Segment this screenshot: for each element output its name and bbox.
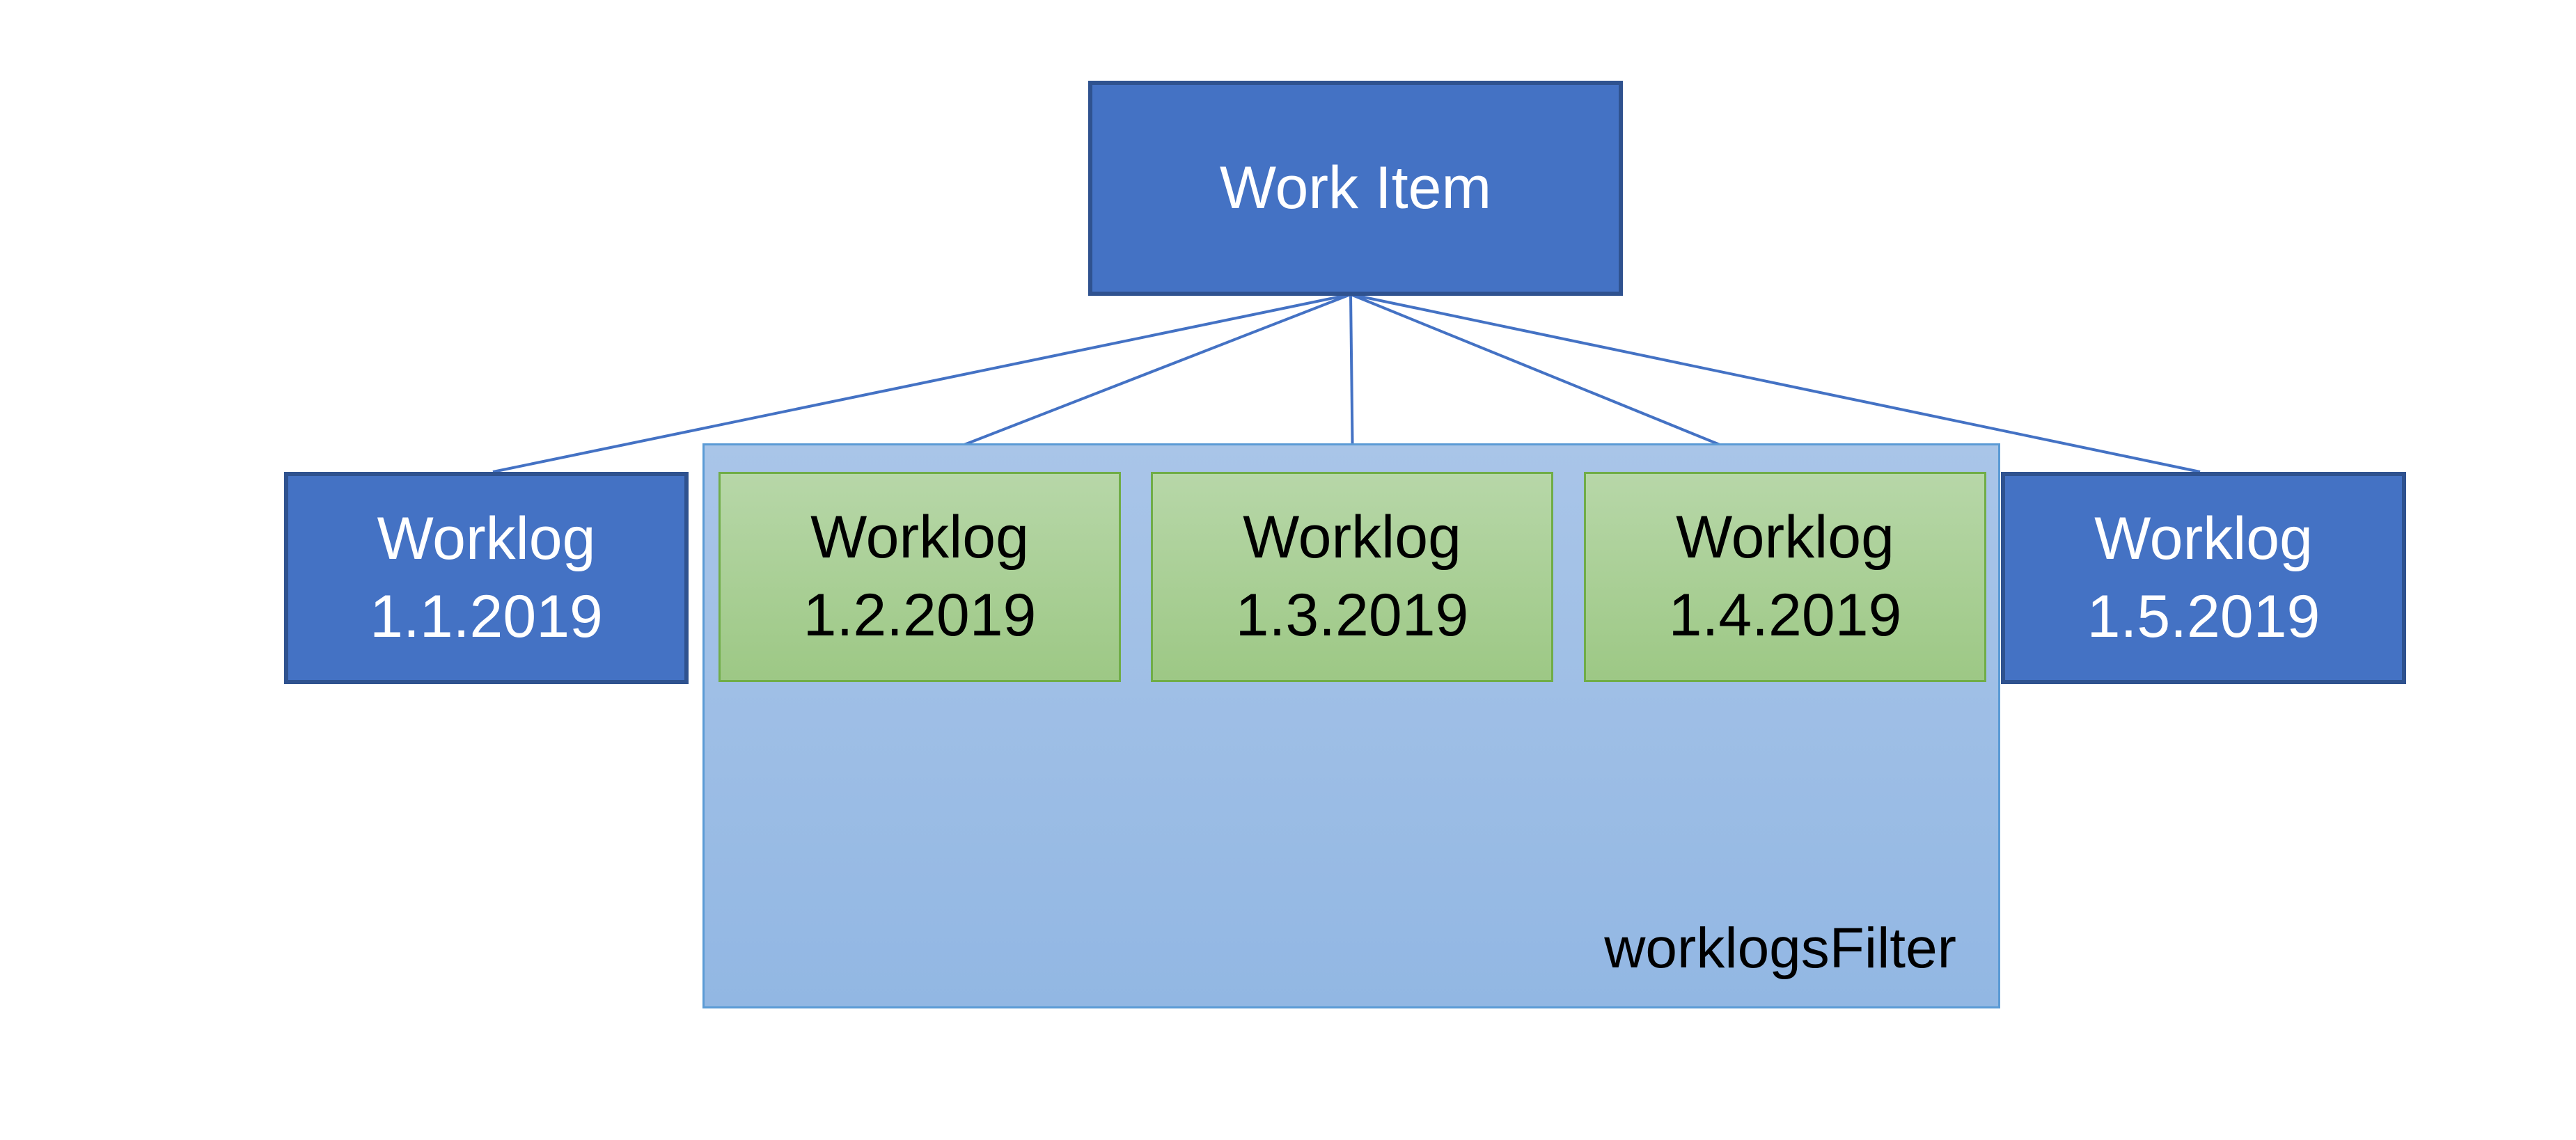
worklog-node-3: Worklog 1.3.2019 (1151, 472, 1553, 682)
worklog-node-2: Worklog 1.2.2019 (718, 472, 1121, 682)
worklog-date: 1.5.2019 (2087, 583, 2320, 650)
worklog-date: 1.2.2019 (803, 582, 1037, 649)
worklog-node-4: Worklog 1.4.2019 (1584, 472, 1986, 682)
worklog-date: 1.3.2019 (1235, 582, 1469, 649)
worklog-date: 1.1.2019 (370, 583, 603, 650)
worklogs-filter-label: worklogsFilter (1604, 917, 1956, 980)
connector-line-2 (904, 293, 1351, 469)
worklog-title: Worklog (377, 505, 596, 572)
worklog-title: Worklog (1243, 504, 1461, 571)
worklog-title: Worklog (1676, 504, 1894, 571)
worklog-title: Worklog (810, 504, 1029, 571)
work-item-label: Work Item (1219, 154, 1492, 221)
worklog-title: Worklog (2094, 505, 2313, 572)
worklog-node-1: Worklog 1.1.2019 (284, 472, 689, 684)
worklog-node-5: Worklog 1.5.2019 (2001, 472, 2406, 684)
worklog-date: 1.4.2019 (1668, 582, 1902, 649)
work-item-node: Work Item (1088, 81, 1623, 296)
